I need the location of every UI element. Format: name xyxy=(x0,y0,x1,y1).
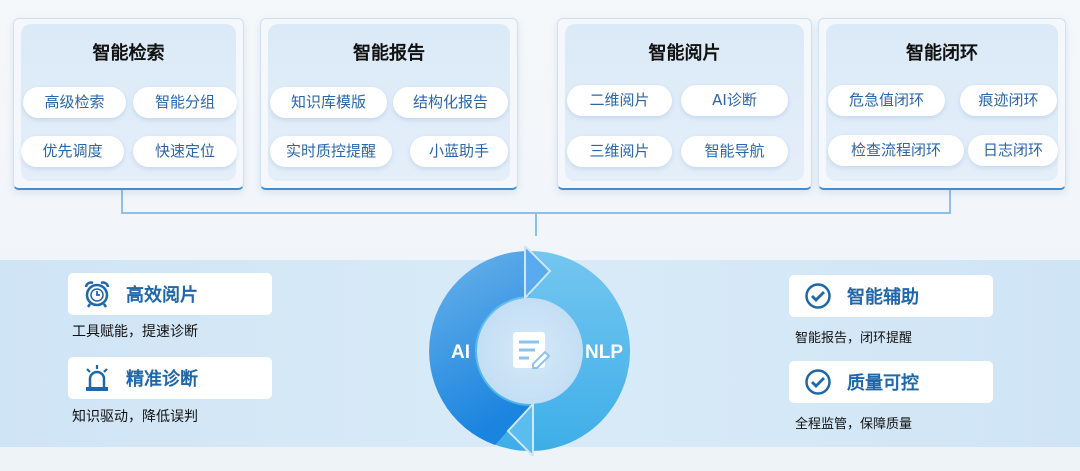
pill-button[interactable]: 快速定位 xyxy=(133,136,237,167)
pill-button[interactable]: 实时质控提醒 xyxy=(270,136,392,167)
pill-button[interactable]: 高级检索 xyxy=(23,87,126,118)
pill-button[interactable]: 小蓝助手 xyxy=(410,136,508,167)
module-smart-closed-loop: 智能闭环 危急值闭环 痕迹闭环 检查流程闭环 日志闭环 xyxy=(818,18,1066,190)
module-title: 智能闭环 xyxy=(906,43,978,64)
card-description: 知识驱动，降低误判 xyxy=(72,409,198,425)
connector xyxy=(121,190,123,214)
nlp-label: NLP xyxy=(585,342,623,363)
pill-button[interactable]: 检查流程闭环 xyxy=(828,135,964,166)
module-title: 智能检索 xyxy=(92,43,165,64)
connector xyxy=(949,190,951,214)
alarm-clock-icon xyxy=(80,279,114,309)
card-description: 智能报告，闭环提醒 xyxy=(795,331,913,346)
connector xyxy=(535,212,537,236)
pill-button[interactable]: 危急值闭环 xyxy=(828,85,945,116)
pill-button[interactable]: 知识库模版 xyxy=(270,87,387,118)
card-description: 工具赋能，提速诊断 xyxy=(72,324,198,340)
module-smart-search: 智能检索 高级检索 智能分组 优先调度 快速定位 xyxy=(13,18,244,190)
pill-button[interactable]: AI诊断 xyxy=(681,85,788,116)
module-title: 智能阅片 xyxy=(648,43,721,64)
check-circle-icon xyxy=(801,282,835,310)
pill-button[interactable]: 二维阅片 xyxy=(567,85,672,116)
check-circle-icon xyxy=(801,368,835,396)
module-title: 智能报告 xyxy=(353,43,425,64)
pill-button[interactable]: 日志闭环 xyxy=(968,135,1058,166)
pill-button[interactable]: 智能导航 xyxy=(681,136,788,167)
feature-card-smart-assist: 智能辅助 xyxy=(789,275,993,317)
pill-button[interactable]: 三维阅片 xyxy=(567,136,672,167)
card-description: 全程监管，保障质量 xyxy=(795,417,913,432)
module-smart-reading: 智能阅片 二维阅片 AI诊断 三维阅片 智能导航 xyxy=(557,18,812,190)
card-title: 精准诊断 xyxy=(126,369,198,390)
ai-nlp-cycle: AI NLP xyxy=(429,246,630,456)
siren-icon xyxy=(80,363,114,393)
feature-card-precise-diagnosis: 精准诊断 xyxy=(68,357,272,399)
pill-button[interactable]: 痕迹闭环 xyxy=(960,85,1057,116)
pill-button[interactable]: 结构化报告 xyxy=(393,87,508,118)
ai-arc xyxy=(429,250,530,445)
card-title: 质量可控 xyxy=(847,373,919,394)
pill-button[interactable]: 智能分组 xyxy=(133,87,237,118)
card-title: 智能辅助 xyxy=(847,287,919,308)
card-title: 高效阅片 xyxy=(126,285,198,306)
pill-button[interactable]: 优先调度 xyxy=(21,136,124,167)
feature-card-efficient-reading: 高效阅片 xyxy=(68,273,272,315)
feature-card-quality-control: 质量可控 xyxy=(789,361,993,403)
ai-label: AI xyxy=(451,342,470,363)
document-edit-icon xyxy=(513,332,551,369)
module-smart-report: 智能报告 知识库模版 结构化报告 实时质控提醒 小蓝助手 xyxy=(260,18,518,190)
